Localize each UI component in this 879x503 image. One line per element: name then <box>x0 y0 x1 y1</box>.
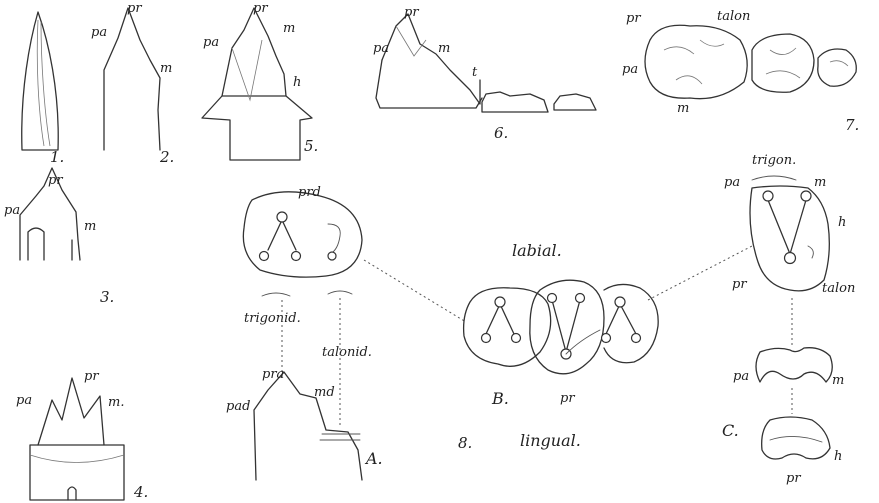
figure-2-tooth: pa pr m 2. <box>91 1 174 166</box>
figure-6-label-t: t <box>472 65 478 80</box>
figure-7-label-talon: talon <box>717 9 750 24</box>
figure-2-number: 2. <box>159 148 174 166</box>
figure-8c-label-pr-side: pr <box>786 471 801 486</box>
figure-8a-lower-molar: prd trigonid. talonid. pra pad md A. <box>226 185 383 480</box>
figure-8a-label-pad: pad <box>226 399 250 414</box>
figure-7-label-pr: pr <box>626 11 641 26</box>
figure-7-label-m: m <box>677 101 689 116</box>
figure-6-tooth-series: pa pr m t 6. <box>373 5 596 142</box>
figure-8a-label-pra: pra <box>262 367 284 382</box>
figure-4-label-pa: pa <box>16 393 32 408</box>
figure-4-label-m: m. <box>108 395 124 410</box>
figure-8a-letter: A. <box>364 449 383 468</box>
figure-8b-label-pr: pr <box>560 391 575 406</box>
figure-6-label-m: m <box>438 41 450 56</box>
figure-8c-label-pa: pa <box>724 175 740 190</box>
figure-8b-occlusion-diagram: B. pr labial. lingual. 8. <box>458 241 658 452</box>
figure-6-number: 6. <box>494 124 508 142</box>
connector-a-b <box>364 260 466 322</box>
figure-2-label-pr: pr <box>127 1 142 16</box>
figure-4-label-pr: pr <box>84 369 99 384</box>
figure-3-label-pa: pa <box>4 203 20 218</box>
figure-8c-label-m: m <box>814 175 826 190</box>
figure-6-label-pa: pa <box>373 41 389 56</box>
figure-8-label-lingual: lingual. <box>520 431 581 450</box>
figure-5-number: 5. <box>304 137 318 155</box>
figure-3-tooth: pa pr m 3. <box>4 168 114 306</box>
figure-8c-label-trigon: trigon. <box>752 153 796 168</box>
figure-1-conical-tooth: 1. <box>22 12 65 166</box>
figure-2-label-m: m <box>160 61 172 76</box>
figure-8a-label-trigonid: trigonid. <box>244 311 301 326</box>
figure-8a-label-talonid: talonid. <box>322 345 372 360</box>
figure-8a-label-md: md <box>314 385 335 400</box>
figure-4-tooth: pa pr m. 4. <box>16 369 148 501</box>
figure-8c-upper-molar: trigon. m pa h pr talon pa m C. h pr <box>722 153 855 486</box>
figure-3-label-pr: pr <box>48 173 63 188</box>
figure-8a-label-prd: prd <box>298 185 321 200</box>
figure-8-number: 8. <box>458 434 472 452</box>
figure-1-number: 1. <box>50 148 64 166</box>
figure-7-number: 7. <box>845 116 859 134</box>
figure-5-label-m: m <box>283 21 295 36</box>
figure-8c-label-h-side: h <box>834 449 842 464</box>
figure-5-label-h: h <box>293 75 301 90</box>
figure-8c-label-pr: pr <box>732 277 747 292</box>
figure-3-label-m: m <box>84 219 96 234</box>
figure-5-label-pa: pa <box>203 35 219 50</box>
figure-5-tooth: pa pr m h 5. <box>202 1 318 160</box>
figure-2-label-pa: pa <box>91 25 107 40</box>
figure-8c-label-talon: talon <box>822 281 855 296</box>
figure-7-label-pa: pa <box>622 62 638 77</box>
figure-8-label-labial: labial. <box>512 241 562 260</box>
figure-3-number: 3. <box>100 288 114 306</box>
figure-8c-label-m-side: m <box>832 373 844 388</box>
figure-5-label-pr: pr <box>253 1 268 16</box>
figure-8b-letter: B. <box>491 389 509 408</box>
figure-4-number: 4. <box>133 483 148 501</box>
figure-6-label-pr: pr <box>404 5 419 20</box>
figure-7-occlusal-view: pr talon pa m 7. <box>622 9 859 134</box>
figure-8c-label-pa-side: pa <box>733 369 749 384</box>
figure-8c-label-h: h <box>838 215 846 230</box>
figure-8c-letter: C. <box>722 421 739 440</box>
